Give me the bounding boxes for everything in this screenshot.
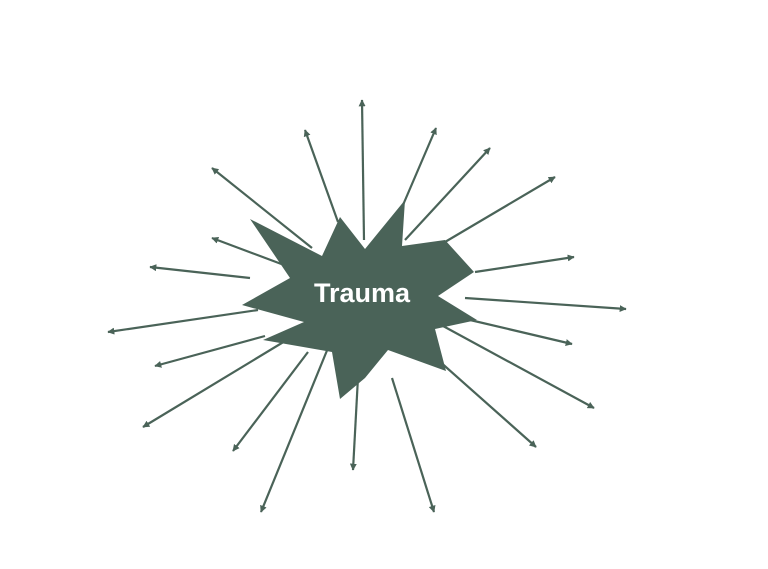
radiating-arrow-10 xyxy=(464,296,627,313)
radiating-arrow-16 xyxy=(437,359,537,448)
radiating-arrow-20 xyxy=(390,377,436,513)
radiating-arrow-14 xyxy=(431,319,595,409)
radiating-arrow-11 xyxy=(107,308,259,335)
radiating-arrow-12 xyxy=(469,318,573,346)
radiating-arrow-17 xyxy=(232,351,309,452)
radiating-arrow-7 xyxy=(211,236,293,270)
radiating-arrow-8 xyxy=(149,264,251,280)
radiating-arrow-18 xyxy=(259,347,330,513)
explosion-burst-shape xyxy=(242,200,477,399)
radiating-arrow-4 xyxy=(404,147,491,241)
radiating-arrow-13 xyxy=(154,334,266,368)
radiating-arrow-5 xyxy=(444,176,556,243)
radiating-arrow-3 xyxy=(401,127,438,206)
center-label: Trauma xyxy=(314,278,411,308)
radiating-arrow-15 xyxy=(142,331,301,428)
radiating-arrow-9 xyxy=(474,254,575,274)
radiating-arrows xyxy=(107,99,627,513)
radiating-arrow-1 xyxy=(358,99,366,241)
radiating-arrow-6 xyxy=(211,167,313,249)
radiating-arrow-2 xyxy=(303,129,340,223)
